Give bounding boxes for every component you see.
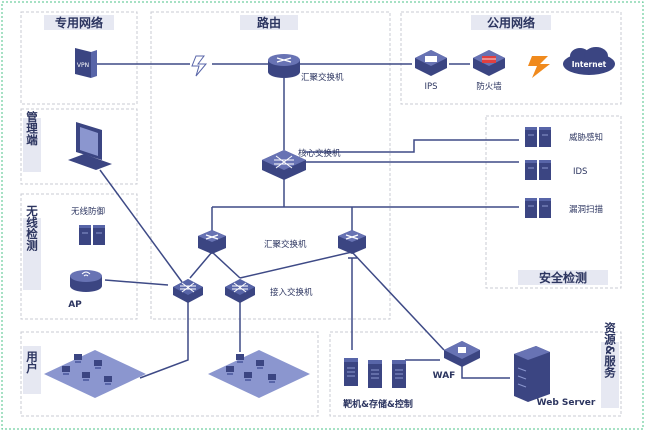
web-server-icon (514, 346, 550, 402)
monitor-icon (68, 122, 112, 170)
core-switch-label: 核心交换机 (298, 148, 341, 159)
aggregation-switch-mid-label: 汇聚交换机 (264, 239, 307, 250)
zone-title-wireless-detection: 无线检测 (25, 205, 39, 252)
zone-title-management: 管理端 (25, 110, 39, 146)
user-workstations-left (44, 350, 146, 398)
zone-wireless-detection: 无线检测 (20, 193, 138, 320)
target-storage-control-label: 靶机&存储&控制 (343, 398, 413, 410)
target-storage-control-servers (343, 357, 407, 389)
zone-title-routing: 路由 (257, 15, 281, 30)
threat-awareness-label: 威胁感知 (569, 132, 603, 143)
ids-label: IDS (573, 167, 587, 177)
vpn-label: VPN (77, 62, 89, 69)
internet-cloud-icon: Internet (563, 47, 615, 75)
zone-title-users: 用户 (25, 351, 39, 375)
zone-title-security-detection: 安全检测 (539, 270, 587, 285)
internet-label: Internet (572, 60, 607, 69)
firewall-label: 防火墙 (476, 81, 502, 92)
web-server-label: Web Server (537, 398, 596, 408)
zone-title-private-network: 专用网络 (55, 15, 103, 30)
access-switch-label: 接入交换机 (270, 287, 313, 298)
zone-security-detection: 安全检测 (485, 115, 622, 289)
zone-title-public-network: 公用网络 (487, 15, 535, 30)
core-switch-icon (262, 150, 306, 180)
ap-device-icon (70, 270, 102, 292)
waf-device-icon (444, 341, 480, 367)
ap-label: AP (68, 300, 82, 310)
vulnerability-scan-label: 漏洞扫描 (569, 204, 604, 215)
waf-label: WAF (433, 371, 456, 381)
firewall-icon (473, 50, 505, 76)
connection-lines (97, 63, 519, 379)
lightning-icon (191, 55, 208, 77)
ips-label: IPS (424, 82, 437, 92)
wireless-defense-label: 无线防御 (71, 206, 105, 217)
vpn-device-icon: VPN (75, 48, 97, 78)
zone-title-resources-services: 资源&服务 (603, 321, 617, 379)
ips-device-icon (415, 50, 447, 76)
router-icon (268, 54, 300, 78)
aggregation-switch-top-label: 汇聚交换机 (301, 72, 344, 83)
fire-icon (528, 56, 550, 78)
user-workstations-right (208, 350, 310, 398)
